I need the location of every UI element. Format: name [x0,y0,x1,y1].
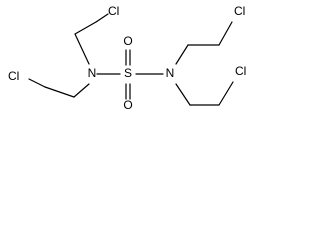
cl-top-left-label: Cl [108,4,119,18]
sulfur-label: S [124,66,132,80]
structure-canvas: Cl Cl N S O O N Cl Cl [0,0,264,125]
bond-n-c-top-right [175,44,189,65]
bond-c-n-top-left [74,33,90,65]
oxygen-top-label: O [123,34,132,48]
bond-c-cl-bottom-left [28,78,46,88]
bond-cl-c-top-left [95,13,109,23]
bond-n-c-bottom-left [73,83,90,98]
atom-labels: Cl Cl N S O O N Cl Cl [8,4,246,112]
bond-n-c-bottom-right [175,83,191,106]
oxygen-bottom-label: O [123,98,132,112]
cl-top-right-label: Cl [234,4,245,18]
cl-bottom-left-label: Cl [8,69,19,83]
bond-c-c-top-left [74,21,97,35]
bond-c-c-bottom-left [44,86,75,98]
bond-c-cl-top-right [218,21,233,46]
cl-bottom-right-label: Cl [235,64,246,78]
nitrogen-right-label: N [166,66,175,80]
chemical-structure-diagram: Cl Cl N S O O N Cl Cl [8,4,246,112]
nitrogen-left-label: N [88,66,97,80]
bonds [28,13,234,106]
bond-c-cl-bottom-right [218,81,234,106]
